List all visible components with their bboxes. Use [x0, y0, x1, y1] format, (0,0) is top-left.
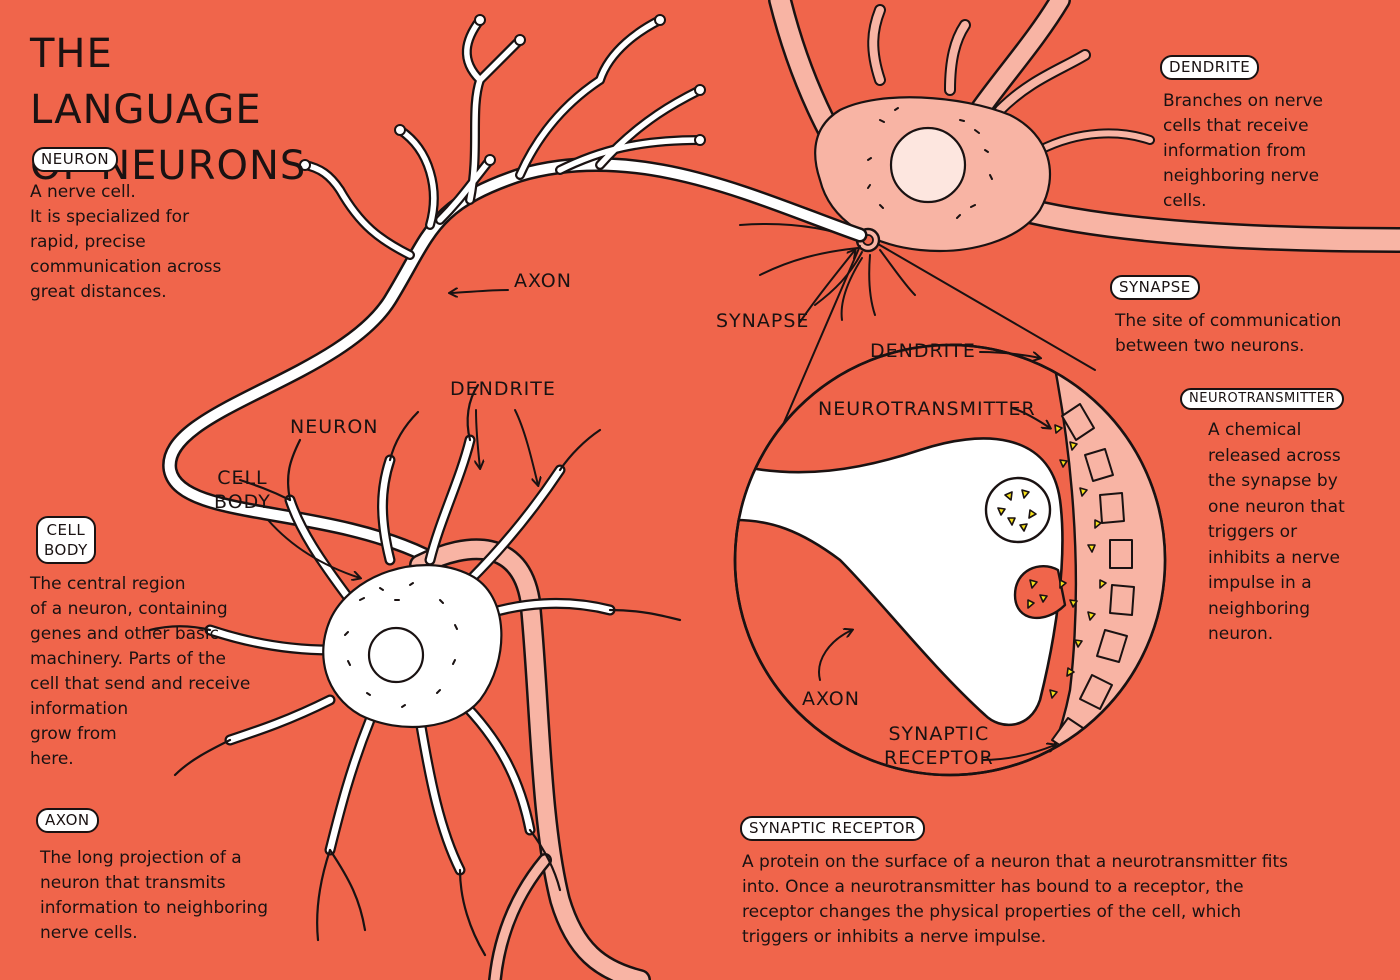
axon-definition: The long projection of a neuron that tra… — [40, 848, 268, 943]
upper-neuron-granules — [867, 107, 993, 219]
neurotransmitter-molecules — [997, 424, 1107, 699]
page-title: THE LANGUAGE OF NEURONS — [30, 26, 350, 194]
cell-body-definition: The central region of a neuron, containi… — [30, 574, 251, 769]
lower-neuron — [148, 383, 682, 957]
cell-body-label: CELL BODY — [214, 466, 271, 514]
dendrite-label: DENDRITE — [450, 378, 556, 400]
neurotransmitter-definition: A chemical released across the synapse b… — [1208, 420, 1345, 644]
axon-label: AXON — [514, 270, 572, 292]
inset-synaptic-receptor-label: SYNAPTIC RECEPTOR — [884, 722, 994, 770]
neuron-definition: A nerve cell. It is specialized for rapi… — [30, 182, 222, 302]
synaptic-receptor-definition: A protein on the surface of a neuron tha… — [742, 852, 1288, 947]
cell-body-label-line-1: CELL — [217, 467, 268, 489]
cell-body-label-line-2: BODY — [214, 491, 271, 513]
label-arrows — [267, 250, 1055, 761]
title-line-1: THE LANGUAGE — [30, 31, 262, 133]
synaptic-vesicle — [984, 476, 1052, 544]
inset-dendrite-label: DENDRITE — [870, 340, 976, 362]
inset-synaptic-receptor-line-1: SYNAPTIC — [888, 723, 990, 745]
axon-branches — [162, 14, 868, 563]
synapse-inset — [733, 243, 1167, 777]
neuron-label: NEURON — [290, 416, 379, 438]
axon-term-tag: AXON — [36, 808, 99, 833]
cell-body-term-tag: CELL BODY — [36, 516, 96, 564]
zoom-line-right — [877, 243, 1096, 371]
cell-body-tag-line-2: BODY — [44, 541, 88, 559]
lower-neuron-dendrites — [148, 383, 682, 957]
synaptic-receptor-term-tag: SYNAPTIC RECEPTOR — [740, 816, 925, 841]
inset-neurotransmitter-label: NEUROTRANSMITTER — [818, 398, 1036, 420]
neuron-term-tag: NEURON — [32, 147, 119, 172]
inset-axon-terminal — [735, 437, 1064, 727]
upper-neuron-nucleus — [889, 126, 967, 204]
neurotransmitter-term-tag: NEUROTRANSMITTER — [1180, 388, 1344, 410]
dendrite-term-tag: DENDRITE — [1160, 55, 1260, 80]
synapse-term-tag: SYNAPSE — [1110, 275, 1200, 300]
cell-body-tag-line-1: CELL — [46, 521, 86, 539]
inset-axon-label: AXON — [802, 688, 860, 710]
synapse-label: SYNAPSE — [716, 310, 810, 332]
lower-neuron-nucleus — [367, 626, 425, 684]
inset-synaptic-receptor-line-2: RECEPTOR — [884, 747, 994, 769]
lower-neuron-granules — [344, 582, 458, 708]
releasing-vesicle — [1013, 565, 1067, 620]
dendrite-definition: Branches on nerve cells that receive inf… — [1163, 91, 1324, 211]
synapse-definition: The site of communication between two ne… — [1115, 311, 1342, 356]
